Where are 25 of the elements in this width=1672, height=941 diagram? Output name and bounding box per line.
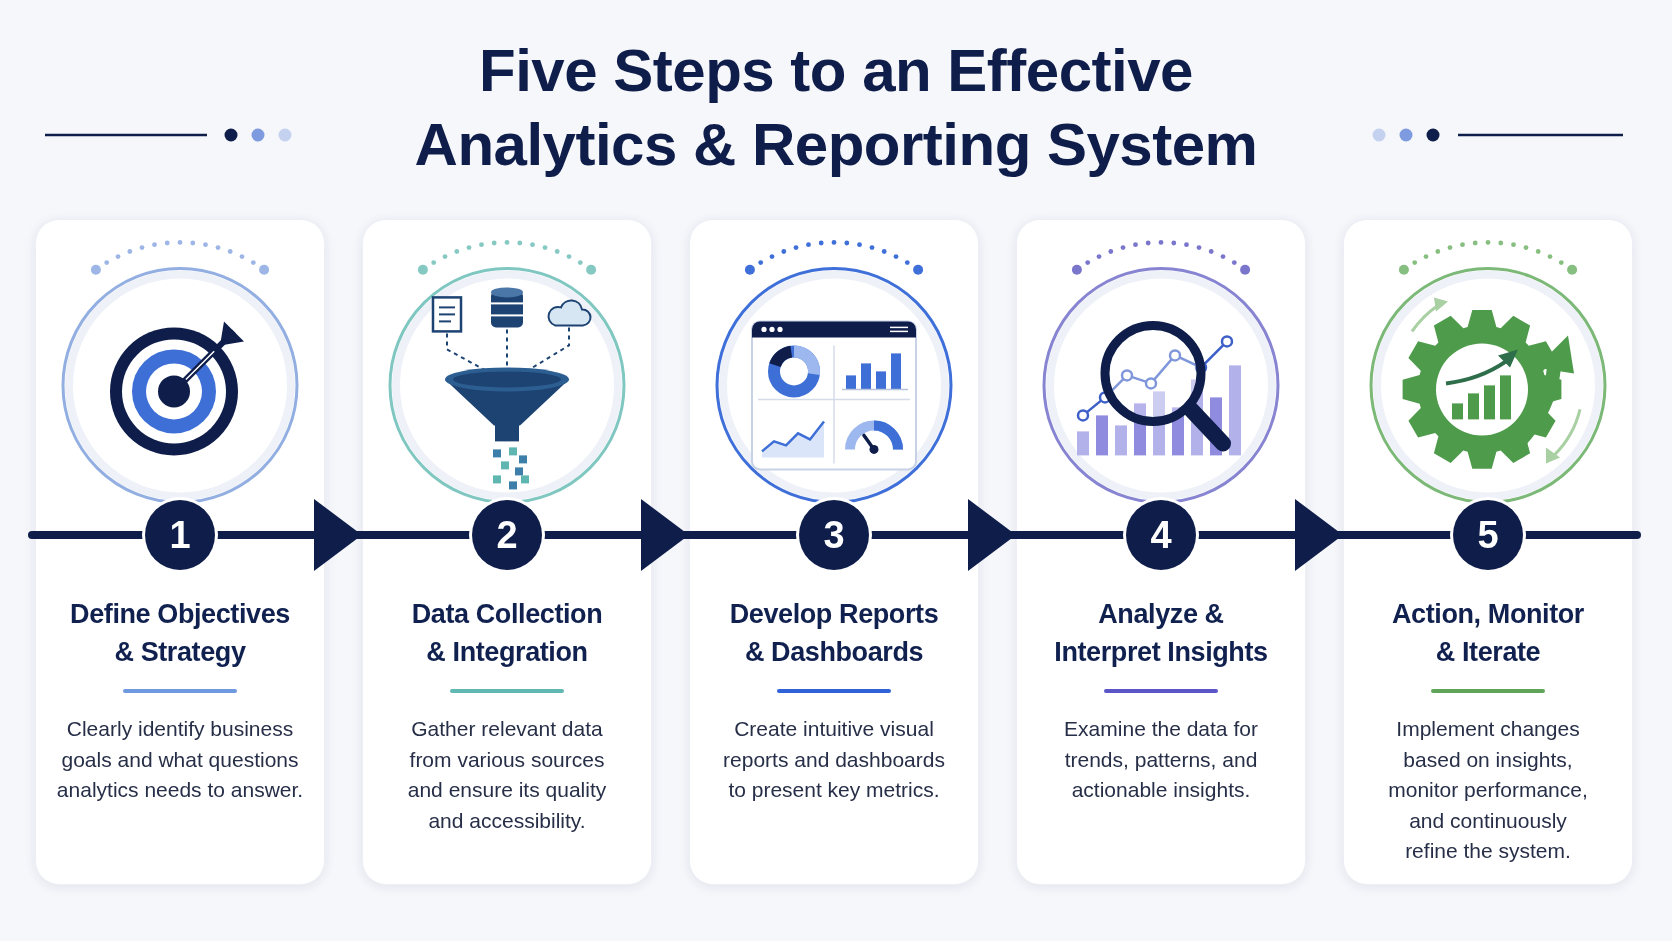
- step-card: [362, 219, 652, 885]
- arrow: [1295, 499, 1343, 571]
- step-description: Implement changes based on insights, monitor performance, and continuously refine the system.: [1387, 716, 1589, 864]
- step-description: Examine the data for trends, patterns, and actionable insights.: [1063, 716, 1259, 803]
- step-number: 5: [1453, 500, 1523, 570]
- step-number: 1: [145, 500, 215, 570]
- step-number: 2: [472, 500, 542, 570]
- step-number: 3: [799, 500, 869, 570]
- step-description: Create intuitive visual reports and dashboards to present key metrics.: [722, 716, 946, 803]
- step-heading: Develop Reports & Dashboards: [728, 598, 940, 669]
- step-heading: Data Collection & Integration: [410, 598, 604, 669]
- step-card: [1343, 219, 1633, 885]
- step-heading: Define Objectives & Strategy: [69, 598, 291, 669]
- step-card: [1016, 219, 1306, 885]
- step-card: [35, 219, 325, 885]
- step-heading: Analyze & Interpret Insights: [1053, 598, 1269, 669]
- title: Five Steps to an Effective Analytics & Reporting System: [413, 36, 1259, 180]
- arrow: [968, 499, 1016, 571]
- arrow: [641, 499, 689, 571]
- step-heading: Action, Monitor & Iterate: [1391, 598, 1585, 669]
- step-number: 4: [1126, 500, 1196, 570]
- arrow: [314, 499, 362, 571]
- step-description: Clearly identify business goals and what questions analytics needs to answer.: [55, 716, 305, 803]
- step-card: [689, 219, 979, 885]
- step-description: Gather relevant data from various sources and ensure its quality and accessibility.: [406, 716, 608, 834]
